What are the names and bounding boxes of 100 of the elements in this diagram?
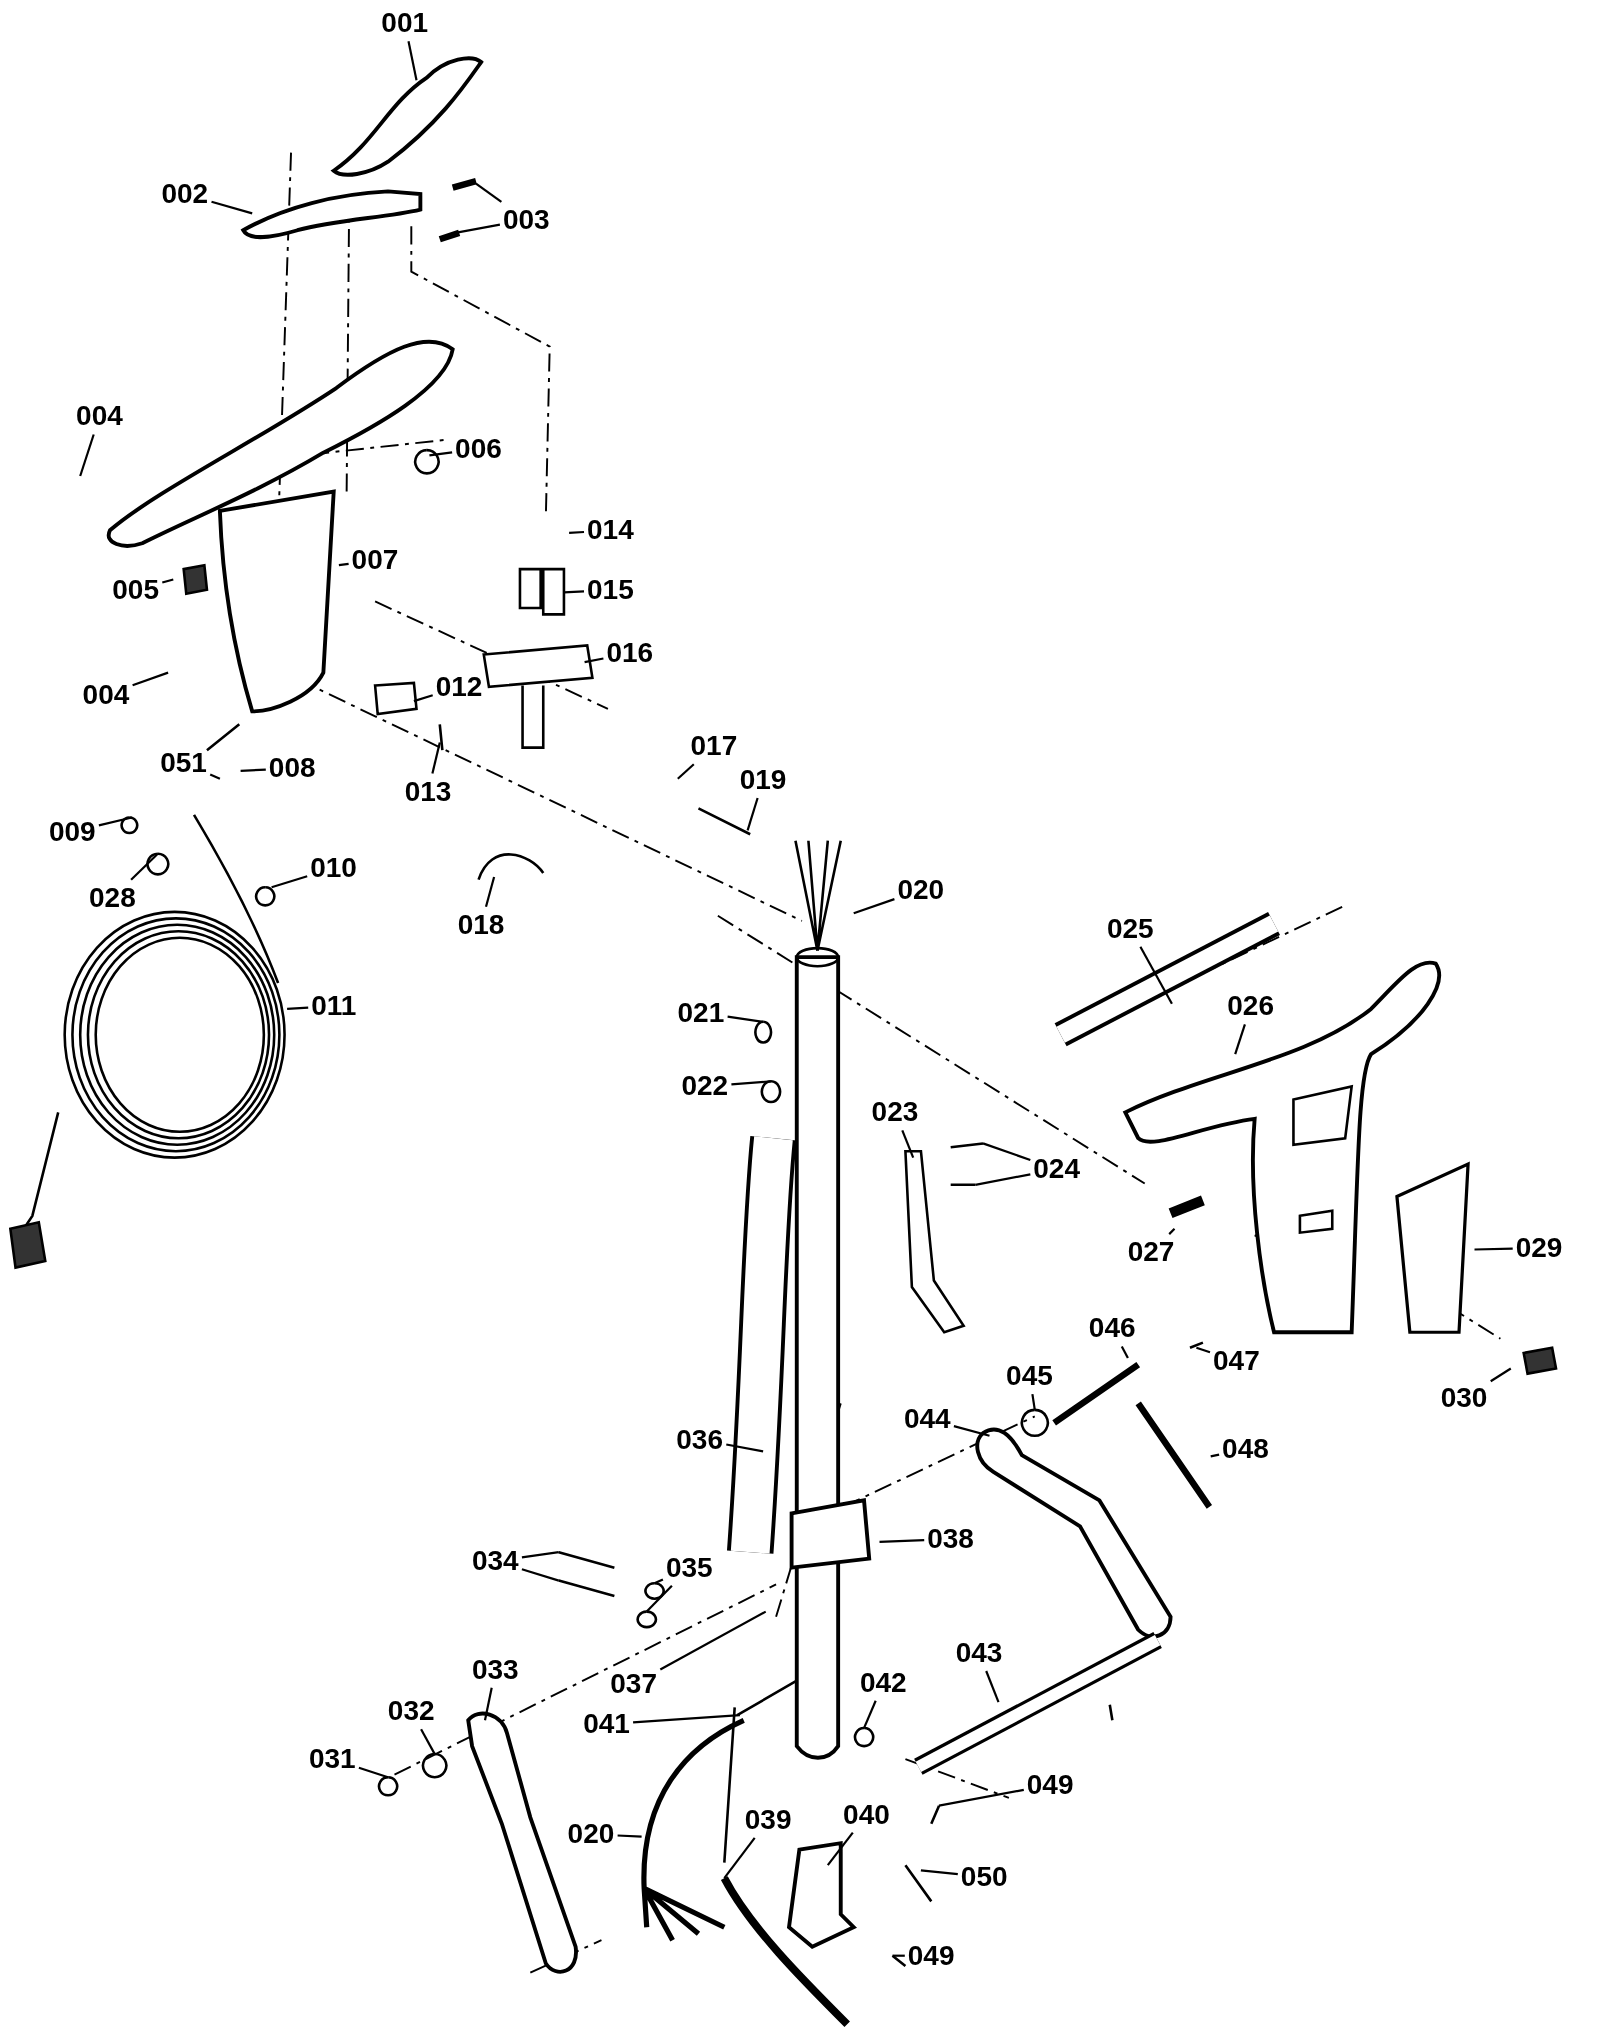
leader-line [162, 578, 174, 584]
callout-number: 023 [871, 1097, 919, 1128]
leader-line [1490, 1367, 1512, 1383]
callout-number: 004 [82, 679, 130, 710]
leader-line [475, 182, 503, 203]
leader-line [271, 875, 308, 889]
callout-number: 039 [744, 1804, 792, 1835]
leader-line [130, 852, 159, 881]
leader-line [431, 742, 441, 774]
leader-line [727, 1015, 764, 1023]
callout-number: 005 [112, 574, 159, 605]
leader-line [209, 773, 221, 780]
callout-number: 018 [457, 909, 505, 940]
callout-number: 036 [676, 1424, 723, 1455]
leader-line [1139, 946, 1173, 1005]
callout-number: 032 [387, 1696, 435, 1727]
callout-number: 025 [1106, 913, 1154, 944]
callout-number: 033 [471, 1654, 519, 1685]
leader-line [659, 1610, 767, 1671]
callout-number: 034 [471, 1546, 519, 1577]
leader-line [484, 876, 496, 908]
callout-number: 041 [583, 1709, 630, 1740]
callout-number: 008 [268, 753, 316, 784]
leader-line [413, 694, 434, 703]
leader-line [569, 530, 585, 534]
leader-line [79, 434, 95, 477]
callout-number: 045 [1006, 1361, 1053, 1392]
leader-line [1210, 1453, 1220, 1458]
leader-line [584, 657, 604, 664]
leader-line [982, 1142, 1031, 1162]
leader-line [521, 1551, 559, 1559]
callout-number: 037 [610, 1669, 657, 1700]
callout-number: 006 [455, 433, 502, 464]
callout-number: 017 [690, 731, 738, 762]
callout-number: 015 [587, 574, 634, 605]
callout-number: 038 [927, 1524, 974, 1555]
callout-number: 010 [310, 852, 357, 883]
callout-number: 020 [897, 874, 945, 905]
leader-line [211, 200, 253, 215]
leader-line [617, 1834, 642, 1838]
leader-line [1234, 1023, 1246, 1055]
callout-number: 012 [435, 671, 483, 702]
leader-line [98, 816, 133, 827]
callout-number: 040 [843, 1799, 890, 1830]
leader-line [892, 1954, 905, 1957]
leader-line [901, 1130, 915, 1158]
leader-line [455, 223, 501, 234]
callout-number: 046 [1088, 1313, 1136, 1344]
callout-number: 024 [1033, 1154, 1080, 1185]
callout-number: 028 [89, 882, 136, 913]
leader-line [338, 562, 349, 567]
callout-number: 049 [1026, 1769, 1074, 1800]
leader-line [953, 1425, 990, 1437]
leader-line [1196, 1346, 1211, 1354]
leader-line [132, 671, 169, 687]
callout-number: 009 [48, 816, 96, 847]
leader-line [1474, 1247, 1513, 1251]
leader-line [920, 1869, 958, 1876]
callout-number: 050 [960, 1861, 1008, 1892]
leader-line [420, 1728, 436, 1755]
callout-number: 044 [903, 1403, 951, 1434]
leader-line [407, 41, 418, 81]
leader-line [863, 1700, 877, 1729]
callout-number: 031 [308, 1744, 356, 1775]
callout-number: 019 [739, 764, 787, 795]
leader-line [731, 1080, 771, 1086]
leader-line [975, 1173, 1031, 1186]
callout-number: 022 [681, 1071, 729, 1102]
callout-number: 035 [665, 1552, 713, 1583]
callout-number: 001 [381, 8, 429, 39]
callout-number: 048 [1222, 1433, 1269, 1464]
callout-number: 002 [161, 179, 209, 209]
leader-line [879, 1539, 925, 1543]
callout-number: 043 [955, 1638, 1003, 1669]
leader-line [723, 1837, 756, 1879]
callout-number: 013 [404, 776, 452, 807]
leader-line [938, 1788, 1024, 1807]
callout-number: 042 [859, 1667, 907, 1698]
callout-number: 020 [567, 1819, 615, 1850]
callout-number: 030 [1440, 1383, 1488, 1414]
leader-line [563, 590, 585, 594]
callout-number: 027 [1127, 1237, 1175, 1268]
leader-line [746, 797, 759, 831]
leader-line [521, 1568, 560, 1582]
leader-line [853, 898, 895, 915]
leader-line [240, 768, 266, 772]
callout-number: 029 [1515, 1233, 1563, 1264]
callout-number: 014 [587, 515, 634, 546]
leader-line [826, 1832, 854, 1866]
callout-number: 021 [677, 997, 725, 1028]
callout-number: 011 [311, 991, 357, 1022]
callout-number: 026 [1227, 991, 1274, 1022]
callout-number: 051 [160, 748, 207, 779]
callout-number: 004 [76, 401, 123, 432]
leader-line [677, 763, 695, 780]
leader-line [726, 1443, 764, 1453]
leader-line [483, 1687, 493, 1721]
leader-line [1120, 1345, 1129, 1359]
callout-number: 049 [907, 1940, 955, 1971]
leader-line [287, 1006, 309, 1010]
